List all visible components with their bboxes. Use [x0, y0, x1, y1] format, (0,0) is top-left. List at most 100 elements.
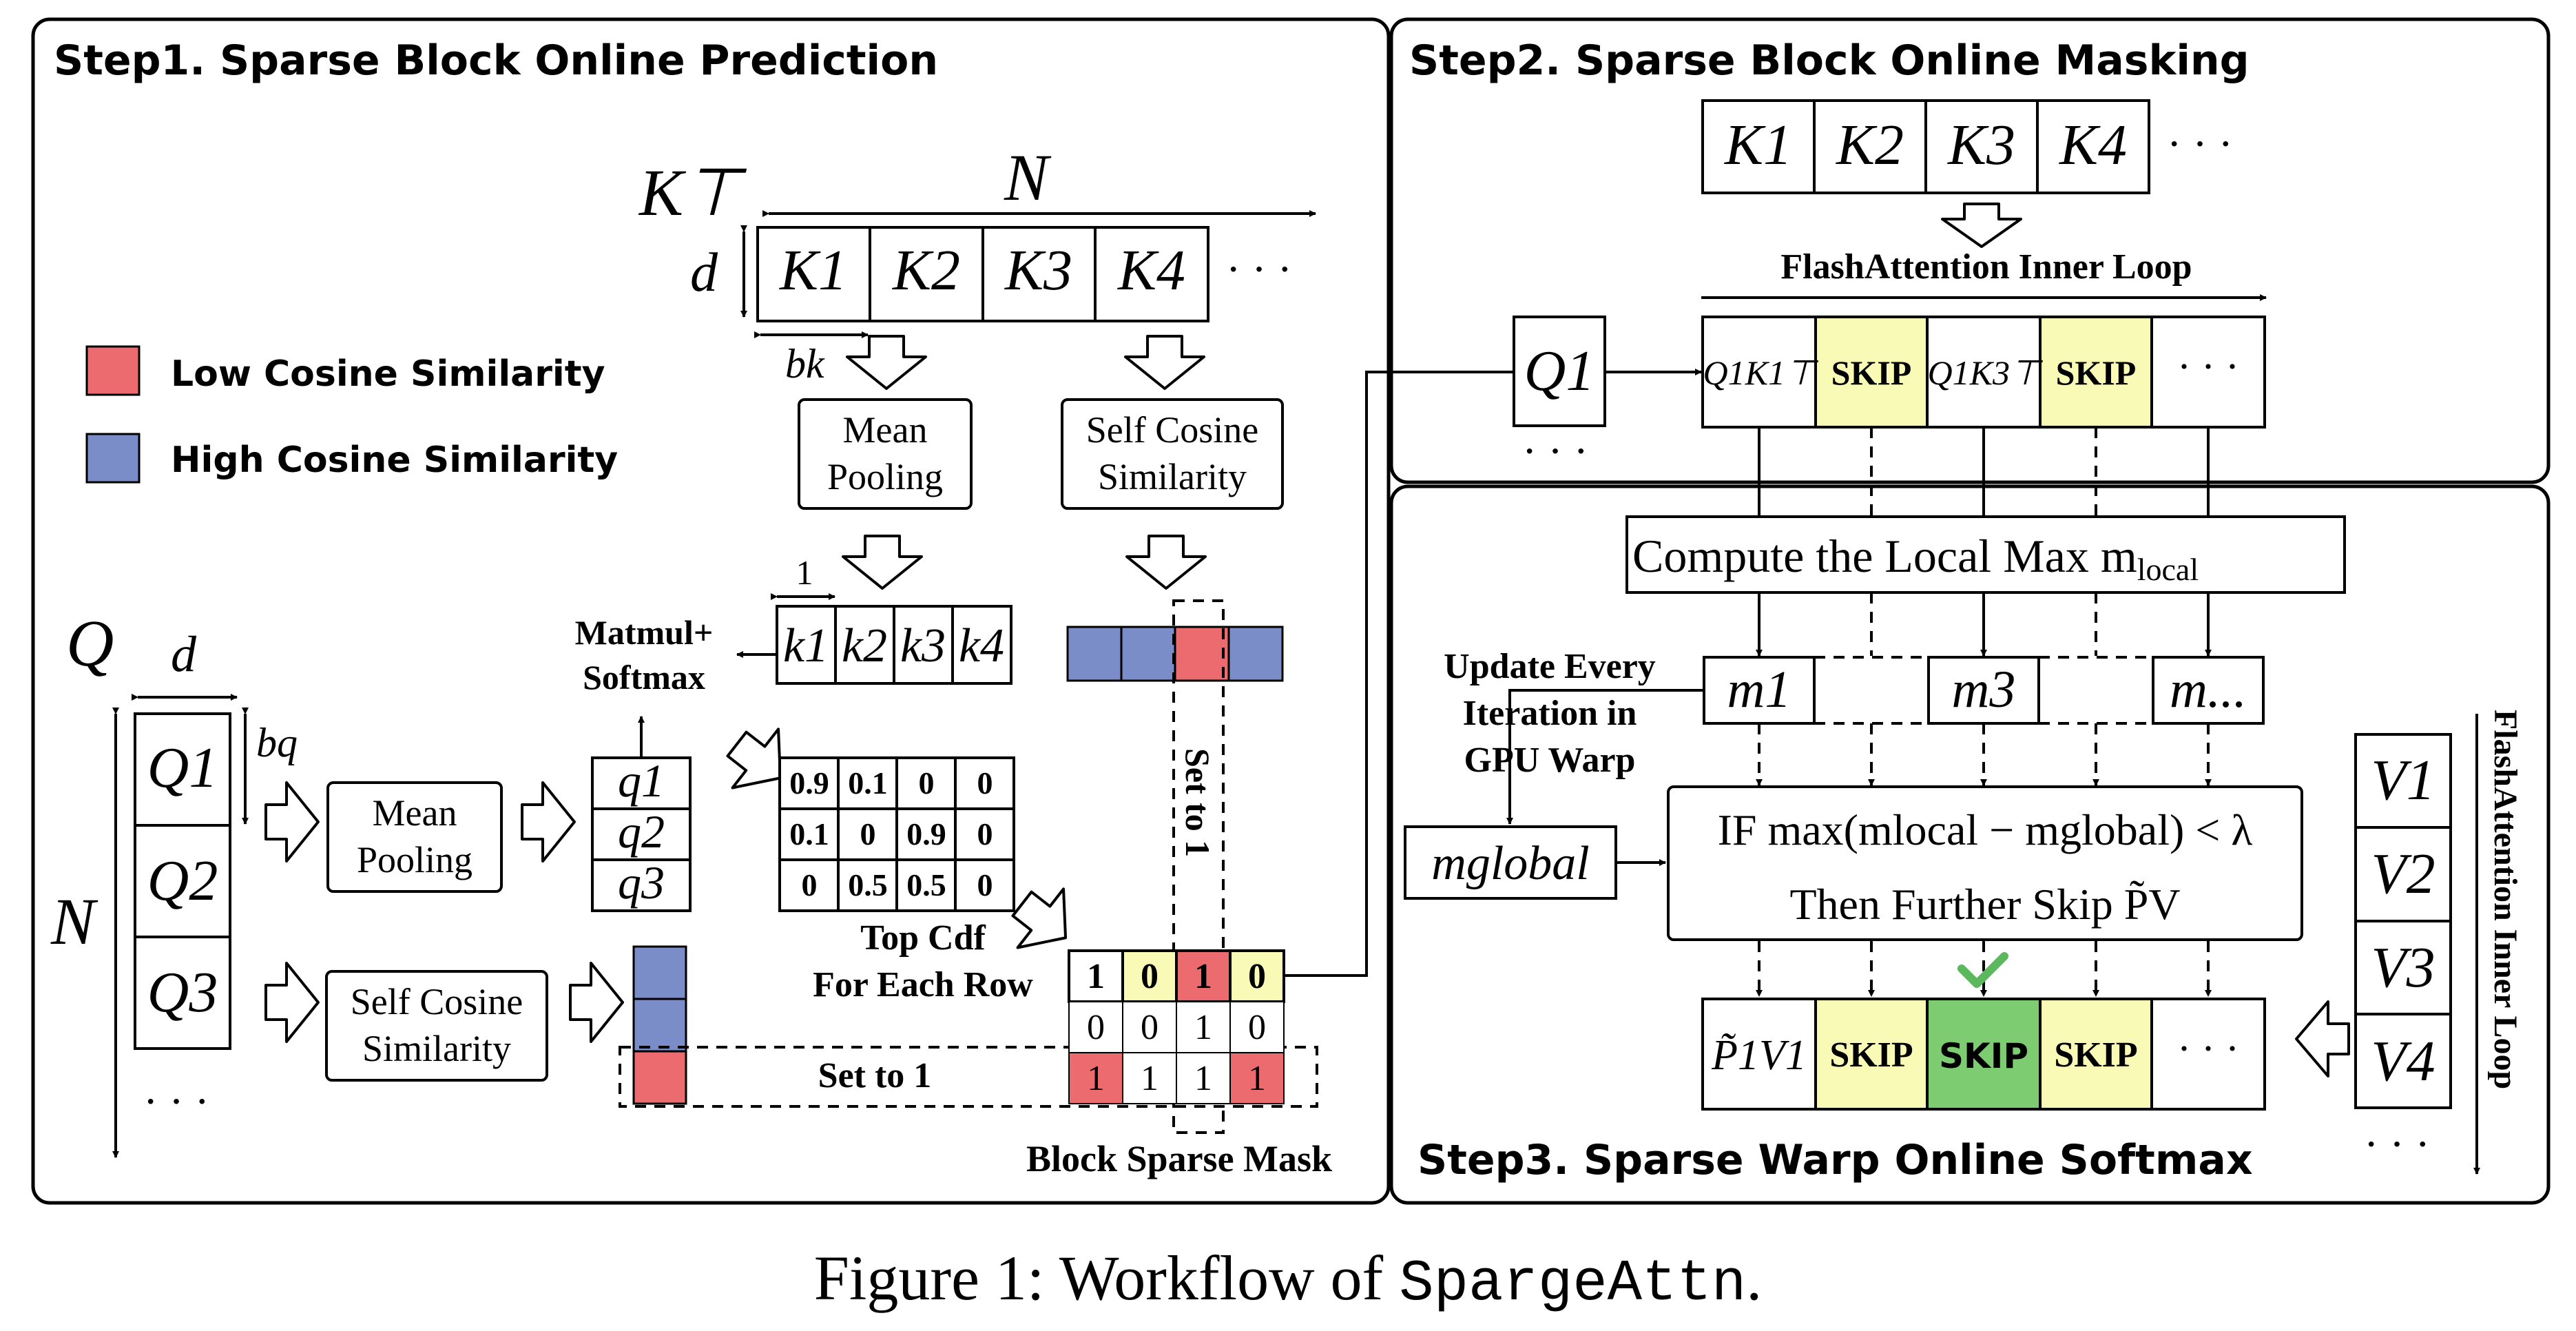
q1-block: Q1: [147, 736, 218, 800]
step2-attention-row: Q1K1⊤ SKIP Q1K3⊤ SKIP · · ·: [1701, 316, 2266, 429]
m-row: m1 m3 m...: [1703, 656, 2265, 725]
small-k-row: k1 k2 k3 k4: [776, 605, 1012, 685]
q-block-column: Q1 Q2 Q3: [134, 712, 231, 1050]
d-label-top: d: [690, 243, 718, 303]
mean-pooling-left-l2: Pooling: [357, 839, 472, 880]
then-line: Then Further Skip P̃V: [1789, 880, 2180, 929]
mask-cell: 1: [1194, 1008, 1212, 1047]
k2-small: k2: [842, 619, 887, 672]
update-note-l1: Update Every: [1444, 647, 1656, 686]
step2-title: Step2. Sparse Block Online Masking: [1409, 37, 2250, 85]
k4-block: K4: [1117, 238, 1185, 302]
n-label-left: N: [50, 885, 98, 958]
mean-pooling-box-top: [798, 398, 973, 510]
d-label-q: d: [171, 626, 197, 683]
cosine-bar-left: [632, 945, 687, 1105]
step2-k3: K3: [1947, 113, 2015, 177]
hollow-arrow-icon: [264, 962, 320, 1043]
set-to-1-vertical-label: Set to 1: [1178, 748, 1217, 857]
matmul-l1: Matmul+: [575, 613, 714, 652]
set-to-1-horizontal-label: Set to 1: [818, 1056, 932, 1095]
prob-cell: 0.9: [906, 816, 946, 852]
step2-k-ellipsis: · · ·: [2167, 119, 2233, 168]
prob-cell: 0: [860, 816, 876, 852]
skip-cell: SKIP: [2056, 353, 2137, 392]
skip-cell-green: SKIP: [1939, 1036, 2028, 1076]
n-label-top: N: [1004, 141, 1052, 214]
q1k3-cell: Q1K3⊤: [1927, 353, 2043, 392]
local-max-box: [1625, 515, 2346, 594]
v2-block: V2: [2371, 842, 2435, 906]
mean-pooling-top-l2: Pooling: [827, 456, 943, 497]
update-note-l3: GPU Warp: [1464, 741, 1636, 780]
hollow-arrow-icon: [264, 781, 320, 863]
self-cosine-box-top: [1061, 398, 1284, 510]
update-connector: [1506, 689, 1704, 825]
k-ellipsis: · · ·: [1226, 245, 1292, 293]
step2-panel: [1389, 17, 2551, 484]
skip-cell: SKIP: [2054, 1035, 2137, 1075]
mask-cell: 0: [1248, 1008, 1266, 1047]
k1-small: k1: [783, 619, 829, 672]
hollow-arrow-icon: [726, 728, 782, 790]
mask-cell: 1: [1194, 957, 1212, 996]
k2-block: K2: [892, 238, 960, 302]
step3-panel: [1389, 484, 2551, 1205]
self-cosine-box-left: [325, 970, 548, 1082]
self-cosine-top-l1: Self Cosine: [1086, 409, 1259, 451]
hollow-arrow-icon: [1011, 887, 1068, 949]
kt-label: K⊤: [638, 156, 747, 229]
v1-block: V1: [2371, 748, 2435, 812]
q-label: Q: [66, 606, 114, 680]
ellipsis-cell: · · ·: [2177, 1026, 2239, 1071]
hollow-arrow-icon: [521, 781, 576, 863]
skip-cell: SKIP: [1829, 1035, 1913, 1075]
k3-small: k3: [900, 619, 946, 672]
hollow-arrow-icon: [846, 335, 927, 390]
checkmark-icon: [1957, 952, 2008, 988]
self-cosine-left-l2: Similarity: [362, 1028, 511, 1069]
step2-k2: K2: [1836, 113, 1904, 177]
mask-cell: 1: [1248, 1059, 1266, 1098]
small-q-column: q1 q2 q3: [591, 754, 692, 912]
k1-block: K1: [779, 238, 847, 302]
m-global-box: [1404, 825, 1617, 900]
mean-pooling-left-l1: Mean: [373, 792, 457, 834]
v4-block: V4: [2371, 1029, 2435, 1093]
v-block-column: V1 V2 V3 V4: [2354, 733, 2452, 1109]
one-label: 1: [796, 553, 813, 592]
if-line: IF max(mlocal − mglobal) < λ: [1718, 805, 2253, 854]
prob-cell: 0.9: [789, 765, 829, 801]
mask-cell: 1: [1087, 1059, 1105, 1098]
mask-to-step2-connector: [1285, 371, 1513, 977]
q2-block: Q2: [147, 849, 218, 913]
step3-title: Step3. Sparse Warp Online Softmax: [1417, 1136, 2253, 1184]
q1-block-step2: [1513, 316, 1606, 427]
hollow-arrow-icon: [842, 535, 923, 590]
step1-title: Step1. Sparse Block Online Prediction: [54, 37, 938, 85]
probability-matrix: 0.9 0.1 0 0 0.1 0 0.9 0 0 0.5 0.5 0: [778, 756, 1015, 912]
hollow-arrow-icon: [1125, 535, 1207, 590]
legend-low-swatch: [85, 345, 141, 396]
mask-cell: 0: [1248, 957, 1266, 996]
pv-row: P̃1V1 SKIP SKIP SKIP · · ·: [1701, 998, 2266, 1111]
block-sparse-mask-label: Block Sparse Mask: [1026, 1138, 1332, 1179]
q3-small: q3: [618, 856, 665, 909]
prob-cell: 0: [802, 867, 818, 902]
prob-cell: 0.5: [848, 867, 888, 902]
prob-cell: 0: [977, 765, 993, 801]
k3-block: K3: [1004, 238, 1072, 302]
mask-cell: 0: [1087, 1008, 1105, 1047]
set-to-1-vertical-region: [1172, 599, 1225, 1134]
m-global-label: mglobal: [1431, 837, 1589, 890]
step2-k4: K4: [2059, 113, 2127, 177]
q1k1-cell: Q1K1⊤: [1703, 353, 1818, 392]
mask-cell: 1: [1194, 1059, 1212, 1098]
v-ellipsis: · · ·: [2364, 1120, 2430, 1168]
k-block-row: K1 K2 K3 K4: [756, 226, 1209, 322]
mask-cell: 0: [1141, 1008, 1159, 1047]
p1v1-cell: P̃1V1: [1711, 1032, 1807, 1079]
if-condition-box: [1667, 785, 2303, 941]
hollow-arrow-icon: [1124, 335, 1205, 390]
hollow-arrow-icon: [569, 962, 624, 1043]
